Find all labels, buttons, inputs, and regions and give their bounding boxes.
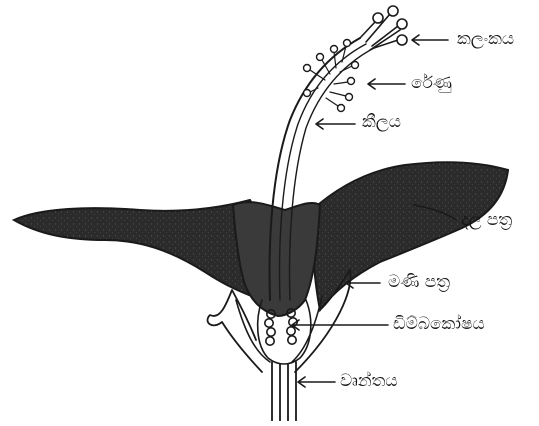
corolla-base xyxy=(233,202,320,316)
stalk-label: වෘන්තය xyxy=(340,373,398,390)
stigma-lobes xyxy=(360,6,407,50)
stamens xyxy=(304,40,359,112)
petal-label: දල පත්‍ර xyxy=(461,212,512,229)
pollen-label: රේණු xyxy=(411,75,452,92)
stigma-label: කලංකය xyxy=(457,31,514,48)
ovary-label: ඩිම්බකෝෂය xyxy=(393,316,485,333)
left-petal xyxy=(14,200,264,300)
sepal-label: මණි පත්‍ර xyxy=(388,274,450,291)
style-label: කීලය xyxy=(362,114,401,131)
left-sepal xyxy=(208,290,262,372)
stalk-outline xyxy=(272,362,296,421)
